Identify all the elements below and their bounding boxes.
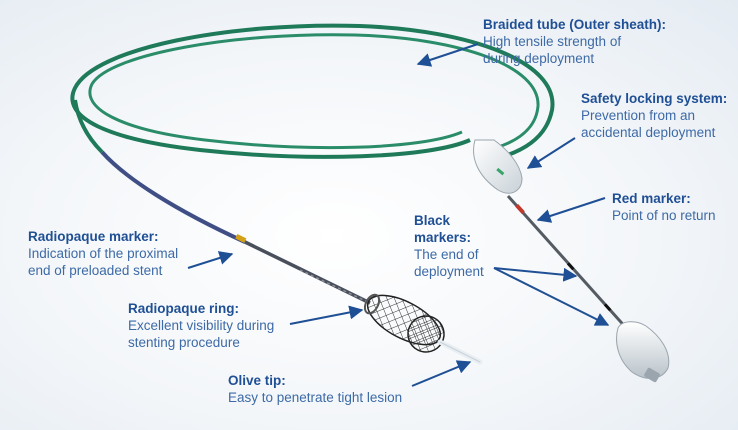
callout-desc: The end of deployment — [414, 247, 484, 279]
red-marker-band — [515, 203, 525, 215]
callout-title: Radiopaque ring: — [128, 301, 239, 316]
callout-desc: Prevention from an accidental deployment — [581, 108, 716, 140]
callout-title: Radiopaque marker: — [28, 229, 159, 244]
safety-lock-arrow — [526, 137, 576, 169]
callout-olive-tip: Olive tip: Easy to penetrate tight lesio… — [228, 372, 428, 406]
braided-tube-loop — [70, 23, 555, 160]
callout-title: Black markers: — [414, 213, 472, 245]
callout-title: Safety locking system: — [581, 91, 728, 106]
callout-arrows — [187, 43, 610, 387]
sheath-transition — [73, 99, 246, 244]
callout-title: Braided tube (Outer sheath): — [483, 17, 667, 32]
callout-title: Red marker: — [612, 191, 691, 206]
callout-radiopaque-marker: Radiopaque marker: Indication of the pro… — [28, 228, 198, 279]
callout-red-marker: Red marker: Point of no return — [612, 190, 722, 224]
callout-desc: High tensile strength of during deployme… — [483, 34, 622, 66]
black-marker-band — [566, 262, 575, 271]
black-markers-arrow-2 — [493, 267, 610, 326]
catheter-shaft — [235, 234, 371, 305]
inner-rod — [506, 194, 630, 332]
olive-tip-arrow — [411, 360, 472, 387]
callout-radiopaque-ring: Radiopaque ring: Excellent visibility du… — [128, 300, 298, 351]
radiopaque-marker-arrow — [187, 251, 234, 269]
callout-desc: Easy to penetrate tight lesion — [228, 390, 403, 405]
black-markers-arrow-1 — [493, 267, 578, 282]
stent — [363, 293, 445, 353]
callout-black-markers: Black markers: The end of deployment — [414, 212, 494, 280]
radiopaque-ring-arrow — [289, 305, 364, 325]
callout-title: Olive tip: — [228, 373, 286, 388]
red-marker-arrow — [536, 197, 606, 223]
callout-desc: Point of no return — [612, 208, 716, 223]
callout-desc: Excellent visibility during stenting pro… — [128, 318, 275, 350]
callout-desc: Indication of the proximal end of preloa… — [28, 246, 179, 278]
radiopaque-marker-band — [235, 234, 247, 243]
safety-lock-handle — [473, 139, 523, 194]
callout-safety-lock: Safety locking system: Prevention from a… — [581, 90, 731, 141]
handle-knob — [616, 321, 670, 383]
braided-tube-arrow — [416, 43, 479, 67]
radiopaque-ring — [363, 293, 381, 315]
callout-braided-tube: Braided tube (Outer sheath): High tensil… — [483, 16, 723, 67]
